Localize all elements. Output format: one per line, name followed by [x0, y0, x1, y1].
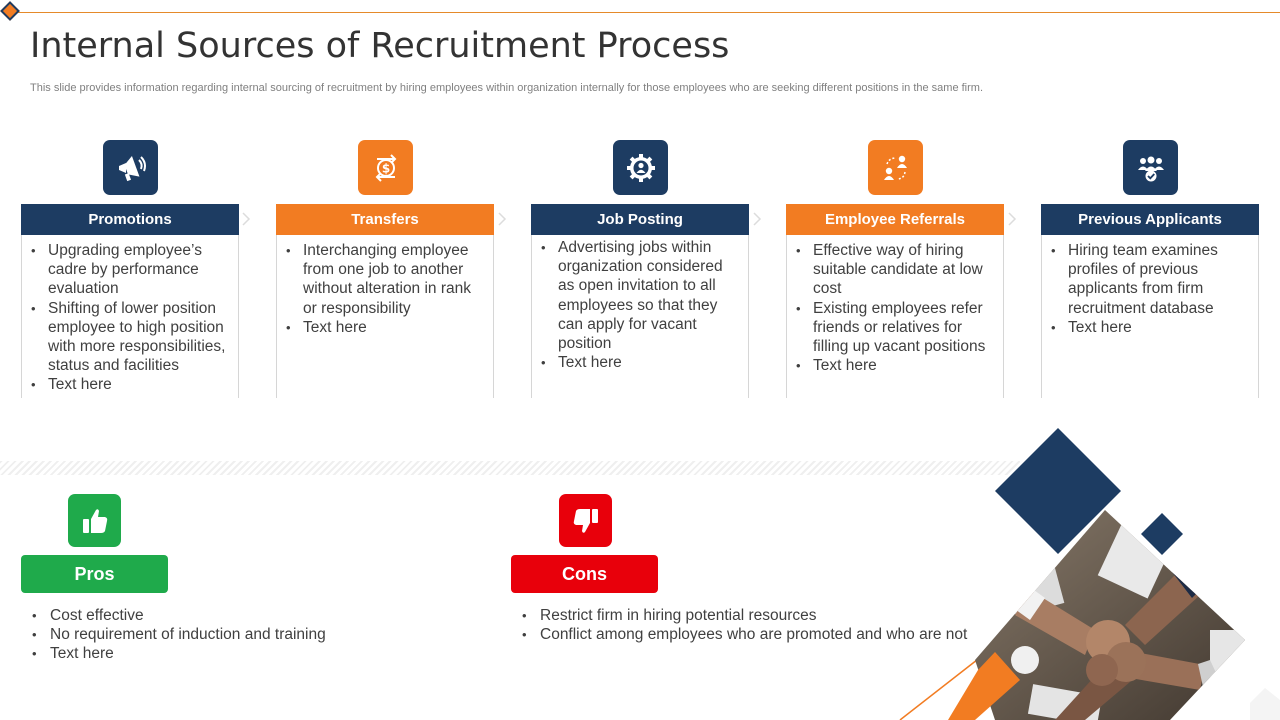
bullet-list: Effective way of hiring suitable candida…: [787, 235, 1003, 376]
megaphone-icon: [103, 140, 158, 195]
bullet-list: Interchanging employee from one job to a…: [277, 235, 493, 337]
card-header: Previous Applicants: [1041, 204, 1259, 235]
card-header: Promotions: [21, 204, 239, 235]
svg-text:$: $: [381, 161, 389, 175]
chevron-right-icon: [753, 212, 762, 226]
pros-label: Pros: [21, 555, 168, 593]
divider-stripe: [0, 461, 1020, 475]
group-check-icon: [1123, 140, 1178, 195]
card-previous-applicants: Previous Applicants Hiring team examines…: [1041, 140, 1259, 398]
gear-person-icon: [613, 140, 668, 195]
card-body: Interchanging employee from one job to a…: [276, 235, 494, 398]
card-employee-referrals: Employee Referrals Effective way of hiri…: [786, 140, 1004, 398]
list-item: Text here: [1051, 318, 1252, 337]
list-item: Existing employees refer friends or rela…: [796, 299, 997, 357]
list-item: Text here: [541, 353, 742, 372]
list-item: Text here: [30, 644, 326, 663]
list-item: Cost effective: [30, 606, 326, 625]
card-transfers: $ Transfers Interchanging employee from …: [276, 140, 494, 398]
card-body: Effective way of hiring suitable candida…: [786, 235, 1004, 398]
chevron-right-icon: [1008, 212, 1017, 226]
list-item: Conflict among employees who are promote…: [520, 625, 967, 644]
list-item: Text here: [286, 318, 487, 337]
list-item: Text here: [31, 375, 232, 394]
chevron-right-icon: [498, 212, 507, 226]
card-job-posting: Job Posting Advertising jobs within orga…: [531, 140, 749, 398]
top-rule: [12, 12, 1280, 13]
list-item: Hiring team examines profiles of previou…: [1051, 241, 1252, 318]
list-item: Shifting of lower position employee to h…: [31, 299, 232, 376]
card-header: Job Posting: [531, 204, 749, 235]
bullet-list: Hiring team examines profiles of previou…: [1042, 235, 1258, 337]
slide-title: Internal Sources of Recruitment Process: [30, 26, 730, 66]
teamwork-hands-image: [899, 428, 1280, 720]
bullet-list: Advertising jobs within organization con…: [532, 235, 748, 373]
card-body: Upgrading employee’s cadre by performanc…: [21, 235, 239, 398]
card-header: Employee Referrals: [786, 204, 1004, 235]
card-promotions: Promotions Upgrading employee’s cadre by…: [21, 140, 239, 398]
referral-icon: [868, 140, 923, 195]
slide-subtitle: This slide provides information regardin…: [30, 82, 983, 94]
card-body: Hiring team examines profiles of previou…: [1041, 235, 1259, 398]
list-item: Text here: [796, 356, 997, 375]
list-item: No requirement of induction and training: [30, 625, 326, 644]
list-item: Advertising jobs within organization con…: [541, 238, 742, 353]
cons-label: Cons: [511, 555, 658, 593]
chevron-right-icon: [242, 212, 251, 226]
list-item: Restrict firm in hiring potential resour…: [520, 606, 967, 625]
list-item: Interchanging employee from one job to a…: [286, 241, 487, 318]
card-body: Advertising jobs within organization con…: [531, 235, 749, 398]
list-item: Upgrading employee’s cadre by performanc…: [31, 241, 232, 299]
card-header: Transfers: [276, 204, 494, 235]
list-item: Effective way of hiring suitable candida…: [796, 241, 997, 299]
pros-list: Cost effective No requirement of inducti…: [30, 606, 326, 664]
dollar-exchange-icon: $: [358, 140, 413, 195]
thumbs-down-icon: [559, 494, 612, 547]
cons-list: Restrict firm in hiring potential resour…: [520, 606, 967, 645]
thumbs-up-icon: [68, 494, 121, 547]
corner-diamond-logo: [0, 1, 20, 21]
bullet-list: Upgrading employee’s cadre by performanc…: [22, 235, 238, 395]
